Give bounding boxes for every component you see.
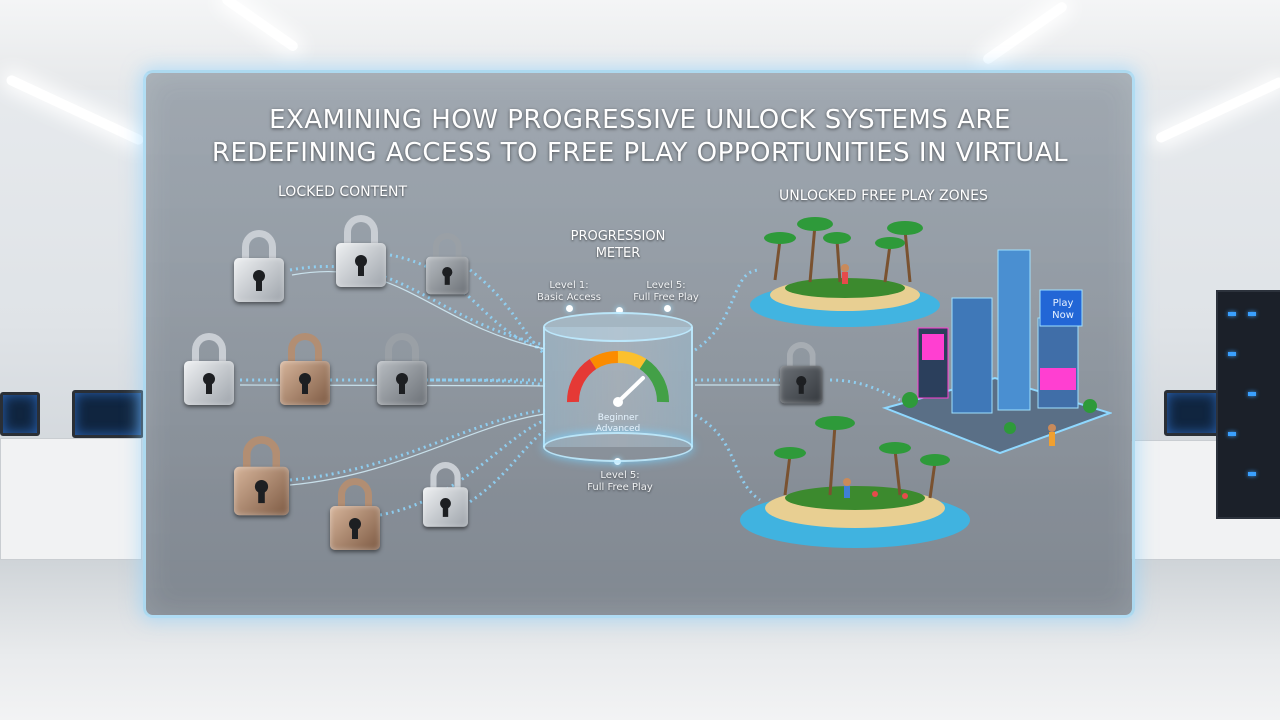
level-1-title: Level 1: [549, 280, 589, 291]
level-5-label-bottom: Level 5: Full Free Play [580, 470, 660, 494]
level-5-bottom-title: Level 5: [600, 470, 640, 481]
meter-title: PROGRESSION METER [558, 228, 678, 262]
stream-line [289, 408, 546, 482]
gauge-label-advanced: Advanced [595, 424, 641, 434]
level-5-top-title: Level 5: [646, 280, 686, 291]
office-desk [0, 438, 142, 560]
meter-title-line-1: PROGRESSION [570, 229, 666, 244]
gauge-label: Beginner Advanced [543, 413, 693, 435]
gauge-label-beginner: Beginner [597, 413, 639, 423]
stream-line [291, 270, 546, 350]
play-now-line-1: Play [1052, 298, 1074, 309]
level-1-desc: Basic Access [537, 292, 601, 303]
title-line-2: REDEFINING ACCESS TO FREE PLAY OPPORTUNI… [211, 138, 1069, 168]
unlocked-zones-heading: UNLOCKED FREE PLAY ZONES [779, 188, 988, 204]
meter-title-line-2: METER [595, 246, 641, 261]
page-title: EXAMINING HOW PROGRESSIVE UNLOCK SYSTEMS… [150, 104, 1130, 170]
level-marker-dot [566, 305, 573, 312]
desk-monitor [0, 392, 40, 436]
tropical-island-bottom [740, 416, 970, 548]
gauge-icon [566, 351, 670, 407]
play-now-sign: Play Now [1044, 298, 1082, 322]
server-rack [1216, 290, 1280, 519]
level-marker-dot [616, 307, 623, 314]
level-5-top-desc: Full Free Play [633, 292, 699, 303]
stream-line [289, 264, 546, 347]
virtual-city-zone [881, 249, 1112, 455]
stream-line [289, 413, 546, 486]
locked-content-heading: LOCKED CONTENT [278, 184, 408, 200]
meter-cylinder-base [543, 432, 693, 462]
play-now-line-2: Now [1052, 310, 1074, 321]
meter-cylinder [543, 327, 693, 447]
level-5-bottom-desc: Full Free Play [587, 482, 653, 493]
desk-monitor [72, 390, 144, 438]
level-marker-dot [664, 305, 671, 312]
stream-line [389, 253, 546, 352]
stream-line [829, 378, 901, 402]
tropical-island-top [750, 217, 940, 327]
stream-line [694, 413, 761, 502]
stream-line [464, 428, 546, 507]
meter-cylinder-top [543, 312, 693, 342]
level-5-label-top: Level 5: Full Free Play [628, 280, 704, 304]
progression-meter: Beginner Advanced [543, 312, 693, 462]
title-line-1: EXAMINING HOW PROGRESSIVE UNLOCK SYSTEMS… [269, 105, 1011, 135]
level-1-label: Level 1: Basic Access [534, 280, 604, 304]
